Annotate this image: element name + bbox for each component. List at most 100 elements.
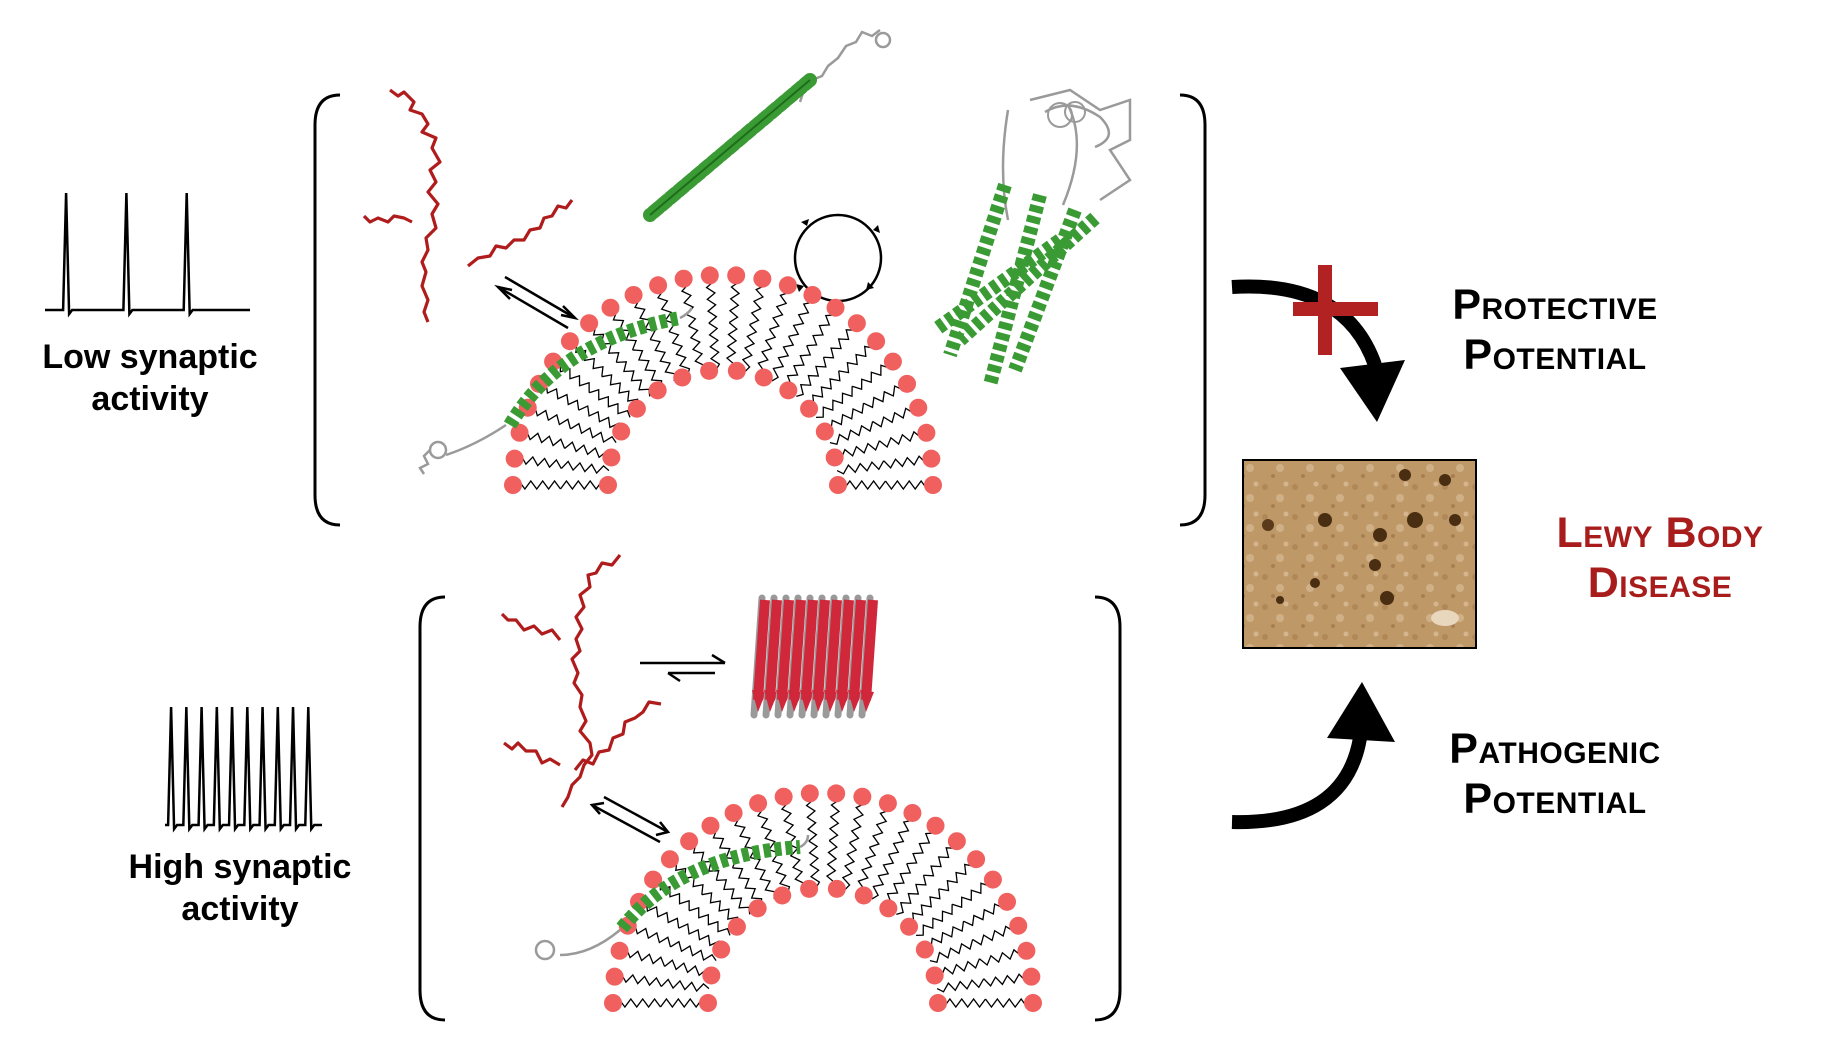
- lipid-head: [504, 476, 522, 494]
- protective-line1: Protective: [1452, 281, 1658, 329]
- lipid-head: [749, 794, 768, 813]
- lipid-head: [998, 892, 1017, 911]
- high-activity-line1: High synaptic: [128, 848, 352, 886]
- membrane-bound-helix-bottom: [534, 834, 810, 961]
- lipid-head: [580, 314, 599, 333]
- protective-label: Protective Potential: [1405, 280, 1705, 380]
- lipid-head: [599, 476, 617, 494]
- lipid-head: [753, 269, 772, 288]
- lipid-head: [883, 352, 902, 371]
- membrane-bound-helix-top: [418, 307, 694, 475]
- lipid-head: [1022, 967, 1041, 986]
- lipid-head: [779, 381, 798, 400]
- lipid-head: [915, 940, 934, 959]
- lipid-head: [825, 448, 844, 467]
- lipid-head: [727, 917, 746, 936]
- lipid-head: [1017, 941, 1036, 960]
- lipid-head: [827, 784, 846, 803]
- pathogenic-label: Pathogenic Potential: [1405, 724, 1705, 824]
- lipid-head: [605, 967, 624, 986]
- lipid-head: [624, 285, 643, 304]
- lipid-head: [853, 787, 872, 806]
- bottom-left-bracket: [418, 595, 446, 1022]
- lipid-membrane-bottom: [604, 784, 1042, 1012]
- lipid-head: [1009, 916, 1028, 935]
- high-activity-label: High synaptic activity: [105, 846, 375, 930]
- equilibrium-arrows-middle: [640, 653, 726, 683]
- lipid-head: [803, 285, 822, 304]
- pathogenic-curved-arrow-icon: [1231, 682, 1395, 830]
- lipid-head: [702, 966, 721, 985]
- lipid-head: [673, 368, 692, 387]
- lipid-head: [612, 422, 631, 441]
- lipid-head: [700, 266, 719, 285]
- lipid-head: [660, 850, 679, 869]
- spike-trace: [165, 706, 322, 833]
- lipid-head: [773, 886, 792, 905]
- lipid-head: [510, 423, 529, 442]
- lipid-head: [560, 332, 579, 351]
- lipid-head: [727, 266, 746, 285]
- helix-protein-top: [643, 29, 892, 222]
- lipid-head: [602, 448, 621, 467]
- disordered-protein-top: [362, 88, 574, 323]
- lipid-head: [800, 879, 819, 898]
- disordered-protein-bottom: [500, 554, 662, 808]
- protective-line2: Potential: [1463, 331, 1647, 379]
- lipid-head: [712, 940, 731, 959]
- lipid-head: [826, 298, 845, 317]
- helix-bundle-protein: [930, 88, 1132, 387]
- disease-line2: Disease: [1587, 559, 1733, 607]
- equilibrium-arrows-bottom: [589, 795, 671, 844]
- lipid-head: [926, 816, 945, 835]
- lipid-head: [604, 994, 622, 1012]
- lipid-head: [724, 803, 743, 822]
- disease-line1: Lewy Body: [1556, 509, 1764, 557]
- lipid-head: [879, 899, 898, 918]
- lipid-head: [649, 276, 668, 295]
- lipid-head: [748, 899, 767, 918]
- high-activity-spike-train: [165, 706, 322, 833]
- high-activity-line2: activity: [181, 890, 299, 928]
- top-right-bracket: [1179, 93, 1207, 527]
- lipid-head: [929, 994, 947, 1012]
- pathogenic-line2: Potential: [1463, 775, 1647, 823]
- low-activity-label: Low synaptic activity: [15, 336, 285, 420]
- lipid-head: [800, 399, 819, 418]
- lipid-head: [967, 850, 986, 869]
- amyloid-fibril: [750, 594, 878, 719]
- lipid-head: [898, 374, 917, 393]
- lipid-head: [800, 784, 819, 803]
- lipid-head: [701, 816, 720, 835]
- lipid-head: [925, 966, 944, 985]
- low-activity-spike-train: [45, 192, 250, 318]
- lipid-head: [924, 476, 942, 494]
- top-left-bracket: [313, 93, 341, 527]
- lipid-head: [903, 803, 922, 822]
- spike-trace: [45, 192, 250, 318]
- lipid-head: [854, 886, 873, 905]
- red-cross-icon: [1293, 265, 1378, 355]
- lipid-head: [774, 787, 793, 806]
- lipid-head: [610, 941, 629, 960]
- lipid-head: [815, 422, 834, 441]
- lipid-head: [867, 332, 886, 351]
- lipid-head: [900, 917, 919, 936]
- lipid-head: [727, 361, 746, 380]
- low-activity-line2: activity: [91, 380, 209, 418]
- lipid-head: [778, 276, 797, 295]
- lipid-head: [700, 361, 719, 380]
- lipid-head: [878, 794, 897, 813]
- lipid-head: [909, 398, 928, 417]
- lipid-head: [947, 832, 966, 851]
- pathogenic-line1: Pathogenic: [1449, 725, 1661, 773]
- lipid-head: [827, 879, 846, 898]
- low-activity-line1: Low synaptic: [42, 338, 258, 376]
- lipid-head: [1024, 994, 1042, 1012]
- lipid-head: [922, 449, 941, 468]
- lipid-head: [847, 314, 866, 333]
- lipid-head: [601, 298, 620, 317]
- lipid-head: [680, 832, 699, 851]
- bottom-right-bracket: [1094, 595, 1122, 1022]
